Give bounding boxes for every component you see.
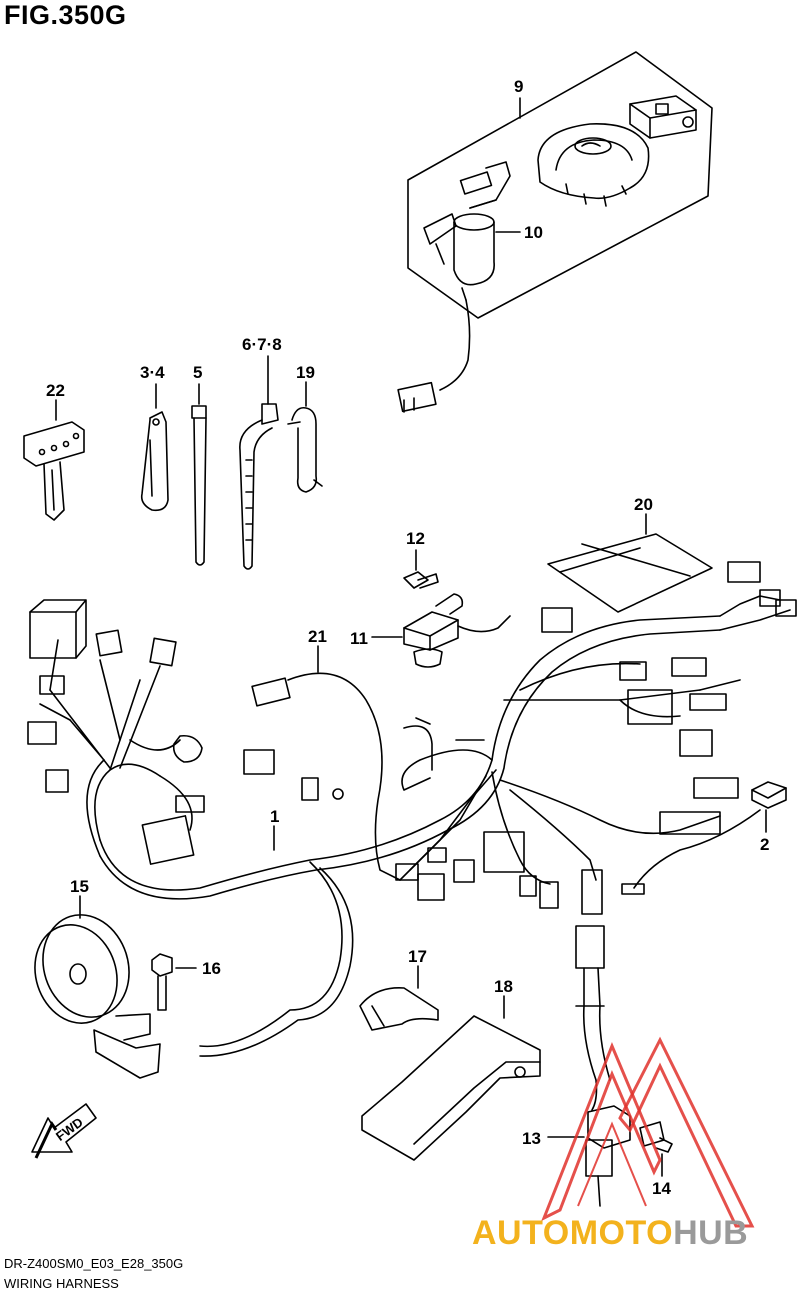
fuel-cap	[537, 123, 650, 207]
watermark-text: AUTOMOTOHUB	[472, 1214, 748, 1253]
ignition-cable	[439, 299, 471, 391]
callout-16: 16	[202, 959, 221, 978]
fuse	[751, 781, 787, 833]
callout-11: 11	[350, 629, 368, 648]
callout-14: 14	[652, 1179, 671, 1198]
lead-wire-21	[287, 672, 401, 881]
callout-22: 22	[46, 381, 65, 400]
section-name: WIRING HARNESS	[4, 1276, 119, 1291]
main-harness	[39, 595, 791, 1057]
cable-tie-5	[191, 405, 207, 566]
callout-1: 1	[270, 807, 280, 826]
harness-connectors	[27, 561, 797, 915]
callout-6-7-8: 6·7·8	[242, 335, 282, 354]
callout-15: 15	[70, 877, 89, 896]
callout-18: 18	[494, 977, 513, 996]
callout-5: 5	[193, 363, 203, 382]
callout-3-4: 3·4	[140, 363, 165, 382]
watermark-logo	[541, 1036, 755, 1228]
callout-13: 13	[522, 1129, 541, 1148]
sensor-11	[371, 593, 511, 668]
bolt-14	[639, 1121, 673, 1153]
callout-21: 21	[308, 627, 327, 646]
callout-9: 9	[514, 77, 524, 96]
ignition-switch	[423, 161, 521, 301]
clamp-19	[287, 406, 323, 493]
fig-title: FIG.350G	[4, 0, 127, 30]
model-code: DR-Z400SM0_E03_E28_350G	[4, 1256, 184, 1271]
switch-13	[575, 925, 631, 1207]
bolt-16	[151, 953, 173, 1011]
callout-17: 17	[408, 947, 427, 966]
callout-12: 12	[406, 529, 425, 548]
key	[23, 421, 85, 521]
callout-2: 2	[760, 835, 770, 854]
callout-10: 10	[524, 223, 543, 242]
label-sheet	[547, 533, 713, 613]
lock-set-outline	[407, 51, 713, 319]
callout-20: 20	[634, 495, 653, 514]
seat-lock	[629, 95, 697, 139]
bracket	[361, 1015, 541, 1161]
bolt-12	[403, 571, 439, 589]
fwd-arrow: FWD	[31, 1103, 97, 1159]
lead-wire-connector	[251, 677, 291, 707]
cover	[359, 987, 439, 1031]
ignition-connector	[397, 381, 437, 413]
cable-tie-6-7-8	[239, 403, 279, 570]
callout-19: 19	[296, 363, 315, 382]
watermark-brand-1: AUTOMOTO	[472, 1214, 674, 1252]
watermark-brand-2: HUB	[673, 1214, 749, 1252]
clamp-3-4	[140, 411, 169, 512]
horn	[34, 914, 161, 1079]
